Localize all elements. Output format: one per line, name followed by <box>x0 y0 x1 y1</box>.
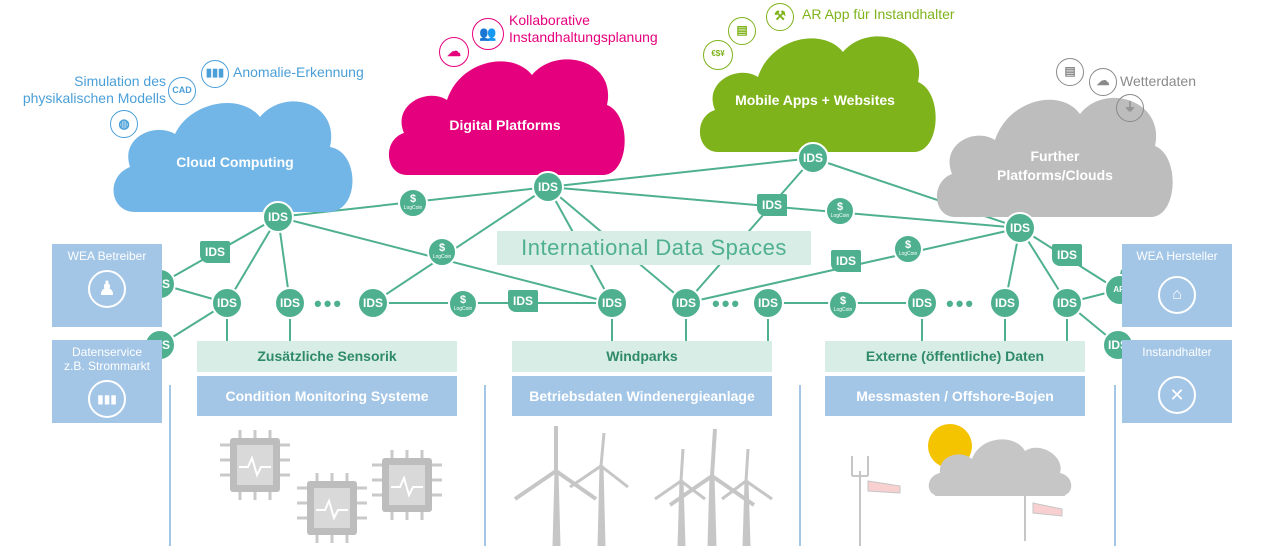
weather-station-illustration <box>851 424 1072 546</box>
further-platforms-cloud <box>936 97 1173 217</box>
collab-line1: Kollaborative <box>509 12 590 28</box>
coin-dollar: $ <box>904 239 912 251</box>
wea-hersteller-label: WEA Hersteller <box>1136 249 1218 263</box>
person-icon: ♟ <box>88 270 126 308</box>
ids-node: IDS <box>989 287 1021 319</box>
wea-hersteller-box: WEA Hersteller ⌂ <box>1122 244 1232 327</box>
cloud-computing-label: Cloud Computing <box>176 154 294 170</box>
weather-cloud-icon: ☁ <box>1089 68 1117 96</box>
ellipsis: ••• <box>712 291 742 316</box>
coin-text: LogCoin <box>830 213 850 219</box>
ids-data-package: IDS <box>508 290 538 312</box>
further-platforms-text: Further Platforms/Clouds <box>997 148 1113 183</box>
ids-banner: International Data Spaces <box>497 231 811 265</box>
section-extern-top: Externe (öffentliche) Daten <box>825 341 1085 372</box>
digital-platforms-label: Digital Platforms <box>449 117 561 133</box>
ids-node: IDS <box>906 287 938 319</box>
mobile-apps-cloud <box>699 36 936 152</box>
instandhalter-box: Instandhalter ✕ <box>1122 340 1232 423</box>
further-platforms-label: Further Platforms/Clouds <box>960 147 1150 185</box>
coin-dollar: $ <box>839 295 847 307</box>
ar-app-label: AR App für Instandhalter <box>802 6 955 22</box>
currency-icon: €$¥ <box>703 40 733 70</box>
factory-icon: ⌂ <box>1158 276 1196 314</box>
ids-node: IDS <box>1004 212 1036 244</box>
collab-label: Kollaborative Instandhaltungsplanung <box>509 12 658 46</box>
tools-icon: ⚒ <box>766 3 794 31</box>
weather-label: Wetterdaten <box>1120 73 1197 89</box>
ellipsis: ••• <box>946 291 976 316</box>
ids-node: IDS <box>211 287 243 319</box>
document-icon: ▤ <box>728 17 756 45</box>
logcoin-token: $LogCoin <box>825 196 855 226</box>
ids-node: IDS <box>1051 287 1083 319</box>
coin-text: LogCoin <box>453 306 473 312</box>
anomaly-label: Anomalie-Erkennung <box>233 64 364 80</box>
section-sensorik-bottom: Condition Monitoring Systeme <box>197 376 457 416</box>
logcoin-token: $LogCoin <box>828 290 858 320</box>
simulation-label: Simulation des physikalischen Modells <box>22 73 166 106</box>
people-group-icon: 👥 <box>472 18 504 50</box>
currency-label: €$¥ <box>711 49 725 58</box>
datenservice-line2: z.B. Strommarkt <box>63 359 150 373</box>
cloud-upload-icon: ☁ <box>439 37 469 67</box>
ids-data-package: IDS <box>1052 244 1082 266</box>
ids-node: IDS <box>670 287 702 319</box>
digital-platforms-cloud <box>388 59 625 175</box>
ids-node: IDS <box>262 201 294 233</box>
ellipsis: ••• <box>314 291 344 316</box>
mobile-apps-label: Mobile Apps + Websites <box>735 92 895 108</box>
cloud-computing-cloud <box>113 101 353 212</box>
section-extern-bottom: Messmasten / Offshore-Bojen <box>825 376 1085 416</box>
instandhalter-label: Instandhalter <box>1142 345 1212 359</box>
ids-node: IDS <box>797 142 829 174</box>
datenservice-line1: Datenservice <box>71 345 143 359</box>
coin-dollar: $ <box>438 242 446 254</box>
coin-text: LogCoin <box>898 251 918 257</box>
bar-chart-icon: ▮▮▮ <box>88 380 126 418</box>
cad-label: CAD <box>172 85 192 95</box>
wea-betreiber-box: WEA Betreiber ♟ <box>52 244 162 327</box>
coin-dollar: $ <box>836 201 844 213</box>
logcoin-token: $LogCoin <box>448 289 478 319</box>
globe-icon: ◍ <box>110 110 138 138</box>
logcoin-token: $LogCoin <box>398 188 428 218</box>
ids-node: IDS <box>274 287 306 319</box>
section-windparks-top: Windparks <box>512 341 772 372</box>
logcoin-token: $LogCoin <box>893 234 923 264</box>
plug-icon: ⏚ <box>1116 94 1144 122</box>
wea-betreiber-label: WEA Betreiber <box>67 249 147 263</box>
logcoin-token: $LogCoin <box>427 237 457 267</box>
section-sensorik-top: Zusätzliche Sensorik <box>197 341 457 372</box>
chip-icon <box>220 430 290 500</box>
coin-dollar: $ <box>459 294 467 306</box>
bar-chart-icon: ▮▮▮ <box>201 60 229 88</box>
coin-text: LogCoin <box>432 254 452 260</box>
coin-text: LogCoin <box>833 307 853 313</box>
chip-icon <box>297 473 367 543</box>
collab-line2: Instandhaltungsplanung <box>509 29 658 45</box>
api-label: API <box>1113 285 1127 294</box>
ids-node: IDS <box>752 287 784 319</box>
ids-data-package: IDS <box>831 250 861 272</box>
tools-icon: ✕ <box>1158 376 1196 414</box>
section-windparks-bottom: Betriebsdaten Windenergieanlage <box>512 376 772 416</box>
coin-dollar: $ <box>409 193 417 205</box>
chip-icon <box>372 450 442 520</box>
coin-text: LogCoin <box>403 205 423 211</box>
ids-node: IDS <box>596 287 628 319</box>
ids-data-package: IDS <box>200 241 230 263</box>
ids-data-package: IDS <box>757 194 787 216</box>
server-icon: ▤ <box>1056 58 1084 86</box>
wind-turbines-illustration <box>513 426 773 546</box>
datenservice-box: Datenservice z.B. Strommarkt ▮▮▮ <box>52 340 162 423</box>
cad-icon: CAD <box>168 77 196 105</box>
ids-node: IDS <box>357 287 389 319</box>
ids-node: IDS <box>532 171 564 203</box>
